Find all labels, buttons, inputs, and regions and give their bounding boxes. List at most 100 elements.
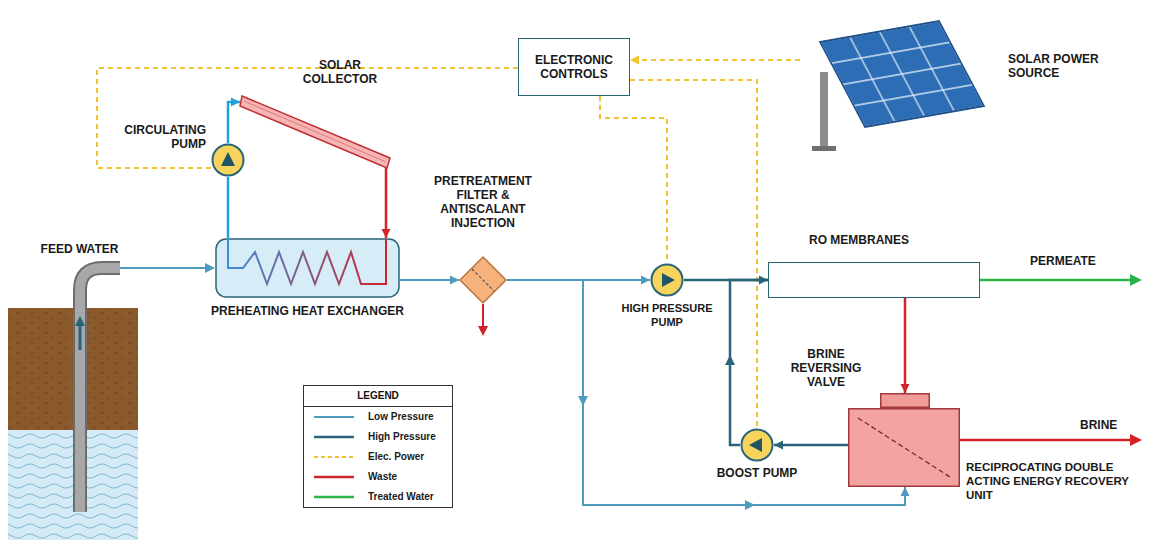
legend-line [314, 436, 354, 439]
legend-line [314, 496, 354, 499]
component-label: BOOST PUMP [707, 466, 807, 480]
legend-sample [314, 472, 354, 482]
brine-label: BRINE [1080, 418, 1140, 432]
legend-sample [314, 412, 354, 422]
legend-line [314, 416, 354, 418]
arrow-head [725, 355, 735, 365]
legend-text: Low Pressure [368, 411, 434, 423]
legend-sample [314, 432, 354, 442]
component-label: PRETREATMENT FILTER & ANTISCALANT INJECT… [419, 174, 547, 230]
legend-text: Treated Water [368, 491, 434, 503]
well-pipe [80, 268, 120, 512]
energy-recovery-unit: RECIPROCATING DOUBLE ACTING ENERGY RECOV… [848, 408, 960, 487]
connector-line [385, 168, 388, 238]
legend-line [314, 476, 354, 479]
arrow-head [75, 316, 85, 326]
pipe-connector [774, 441, 848, 450]
filter-shape [459, 256, 507, 304]
connector-line [600, 96, 667, 263]
arrow-head [1130, 434, 1142, 446]
pipe-connector [730, 276, 768, 446]
arrow-head [1130, 274, 1142, 286]
brine-line [960, 439, 1132, 442]
collector-shape [240, 96, 390, 168]
component-label: RECIPROCATING DOUBLE ACTING ENERGY RECOV… [966, 460, 1156, 502]
feed-label: FEED WATER [22, 242, 137, 256]
pipe-connector [901, 298, 910, 393]
component-label: SOLAR COLLECTOR [290, 58, 390, 86]
controls-box: ELECTRONIC CONTROLS [518, 38, 630, 96]
legend-row: Waste [304, 467, 452, 487]
legend-row: High Pressure [304, 427, 452, 447]
panel-shape [800, 12, 1000, 152]
heat-exchanger: PREHEATING HEAT EXCHANGER [215, 238, 400, 298]
solar-collector: SOLAR COLLECTOR [240, 96, 390, 168]
legend-sample [314, 492, 354, 502]
legend-row: Elec. Power [304, 447, 452, 467]
pipe-connector [630, 56, 800, 65]
component-label: BRINE REVERSING VALVE [776, 347, 876, 389]
connector-line [904, 298, 907, 393]
arrow-head [745, 500, 755, 510]
pipe-connector [228, 177, 229, 238]
pipe-connector [400, 276, 459, 285]
permeate-label: PERMEATE [1030, 254, 1120, 268]
arrow-head [774, 441, 783, 450]
arrow-head [231, 98, 240, 107]
component-label: RO MEMBRANES [809, 233, 939, 247]
legend-row: Low Pressure [304, 407, 452, 427]
connector-line [227, 177, 230, 238]
connector-line [774, 444, 848, 447]
legend-row: Treated Water [304, 487, 452, 507]
legend-text: High Pressure [368, 431, 436, 443]
pipe-connector [600, 96, 667, 263]
arrow-head [901, 384, 910, 393]
filter-diamond: PRETREATMENT FILTER & ANTISCALANT INJECT… [459, 256, 507, 304]
valve-shape [880, 393, 930, 408]
connector-line [507, 280, 905, 505]
legend-sample [314, 452, 354, 462]
component-label: ELECTRONIC CONTROLS [523, 53, 625, 81]
legend-box: LEGEND Low PressureHigh PressureElec. Pow… [303, 385, 453, 508]
arrow-head [901, 487, 910, 496]
connector-line [630, 59, 800, 61]
legend-text: Elec. Power [368, 451, 424, 463]
permeate-line [980, 279, 1132, 282]
arrow-head [641, 276, 650, 285]
flow-arrow [79, 322, 82, 350]
pipe-connector [382, 168, 391, 238]
well-pipe [80, 268, 120, 512]
arrow-head [450, 276, 459, 285]
feed-line [120, 267, 207, 269]
legend-title: LEGEND [304, 386, 452, 407]
component-label: PREHEATING HEAT EXCHANGER [200, 304, 415, 318]
pipe-connector [630, 80, 757, 428]
arrow-head [578, 396, 588, 406]
connector-line [630, 80, 757, 428]
pump: HIGH PRESSURE PUMP [650, 263, 684, 297]
exch-shape [215, 238, 400, 298]
component-label: CIRCULATING PUMP [111, 123, 206, 151]
waste-line [482, 304, 484, 328]
membrane-box: RO MEMBRANES [768, 262, 980, 298]
arrow-head [759, 276, 768, 285]
solar-panel: SOLAR POWER SOURCE [800, 12, 1000, 152]
valve: BRINE REVERSING VALVE [880, 393, 930, 408]
arrow-head [205, 263, 215, 273]
pump: BOOST PUMP [740, 428, 774, 462]
arrow-head [630, 56, 639, 65]
connector-line [228, 102, 240, 143]
pump-shape [211, 143, 245, 177]
pipe-connector [228, 98, 240, 144]
pump-shape [740, 428, 774, 462]
legend-text: Waste [368, 471, 397, 483]
pump-shape [650, 263, 684, 297]
arrow-head [382, 229, 391, 238]
connector-line [730, 280, 768, 445]
component-label: HIGH PRESSURE PUMP [615, 301, 719, 329]
legend-line [314, 456, 354, 458]
arrow-head [478, 326, 488, 336]
eru-shape [848, 408, 960, 487]
pump: CIRCULATING PUMP [211, 143, 245, 177]
component-label: SOLAR POWER SOURCE [1008, 52, 1118, 80]
